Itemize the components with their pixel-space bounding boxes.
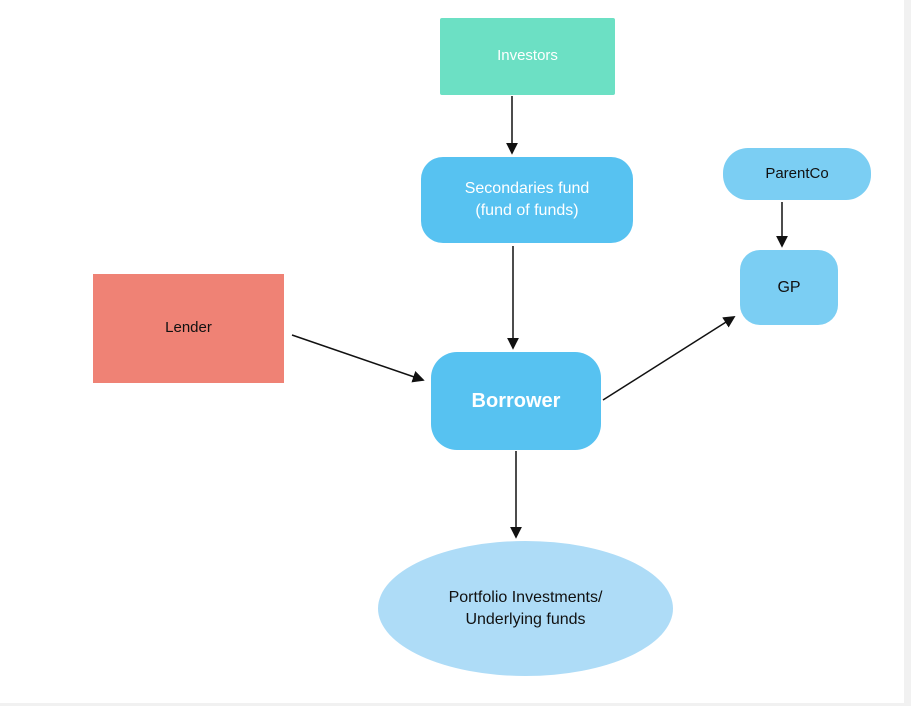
node-portfolio-investments: Portfolio Investments/ Underlying funds xyxy=(378,541,673,676)
arrow-borrower-to-gp xyxy=(602,316,736,401)
node-gp: GP xyxy=(740,250,838,325)
node-borrower-label: Borrower xyxy=(471,389,561,412)
node-secondaries-fund-label: Secondaries fund (fund of funds) xyxy=(464,180,590,219)
node-parentco-label: ParentCo xyxy=(765,164,829,182)
node-gp-label: GP xyxy=(777,278,801,296)
node-borrower: Borrower xyxy=(431,352,601,450)
page-edge-bottom xyxy=(0,703,911,706)
node-lender-label: Lender xyxy=(165,319,212,337)
node-portfolio-investments-label: Portfolio Investments/ Underlying funds xyxy=(448,588,603,628)
node-investors: Investors xyxy=(440,18,615,95)
arrow-lender-to-borrower xyxy=(291,334,425,383)
node-secondaries-fund: Secondaries fund (fund of funds) xyxy=(421,157,633,243)
node-investors-label: Investors xyxy=(497,47,558,65)
node-lender: Lender xyxy=(93,274,284,383)
page-edge-right xyxy=(904,0,911,706)
node-parentco: ParentCo xyxy=(723,148,871,200)
